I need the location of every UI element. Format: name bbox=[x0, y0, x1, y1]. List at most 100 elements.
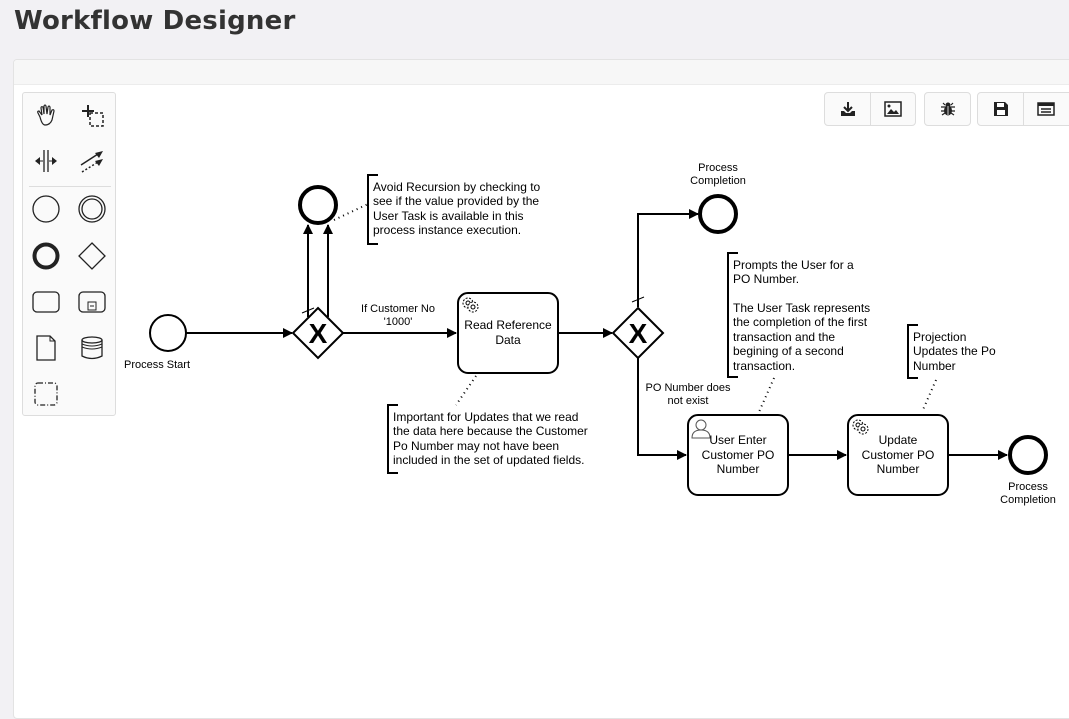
annotation-line: the completion of the first bbox=[733, 315, 868, 329]
exclusive-gateway-1[interactable]: X bbox=[291, 306, 345, 360]
diagram-canvas[interactable]: Process Start X If Customer No '1000' Re… bbox=[0, 0, 1069, 701]
user-icon bbox=[691, 419, 711, 439]
group-icon bbox=[34, 382, 58, 406]
end-event-label: Process bbox=[1008, 481, 1048, 493]
start-event-icon bbox=[32, 195, 60, 223]
annotation-line: transaction. bbox=[733, 359, 795, 373]
flow-label-if-customer: If Customer No bbox=[361, 303, 435, 315]
annotation-line: Prompts the User for a bbox=[733, 258, 854, 272]
annotation-line: process instance execution. bbox=[373, 223, 521, 237]
annotation-recursion[interactable]: Avoid Recursion by checking to see if th… bbox=[367, 174, 541, 245]
user-task-enter-po[interactable]: User Enter Customer PO Number bbox=[687, 414, 789, 496]
file-button-group bbox=[977, 92, 1069, 126]
download-button[interactable] bbox=[825, 93, 870, 125]
lasso-tool-button[interactable] bbox=[75, 99, 109, 133]
annotation-line: Number bbox=[913, 359, 956, 373]
gateway-tool[interactable] bbox=[75, 239, 109, 273]
exclusive-gateway-2[interactable]: X bbox=[611, 306, 665, 360]
data-object-tool[interactable] bbox=[29, 331, 63, 365]
gateway-x-icon: X bbox=[309, 318, 328, 349]
service-task-read-reference[interactable]: Read Reference Data bbox=[457, 292, 559, 374]
end-event-icon bbox=[32, 242, 60, 270]
download-icon bbox=[840, 102, 855, 116]
connect-tool-button[interactable] bbox=[75, 144, 109, 178]
start-event-tool[interactable] bbox=[29, 192, 63, 226]
task-label: Data bbox=[495, 333, 521, 347]
annotation-read[interactable]: Important for Updates that we read the d… bbox=[387, 404, 588, 474]
annotation-line: see if the value provided by the bbox=[373, 194, 539, 208]
task-tool[interactable] bbox=[29, 285, 63, 319]
gear-icon bbox=[462, 297, 479, 313]
bug-icon bbox=[940, 102, 955, 116]
group-tool[interactable] bbox=[29, 377, 63, 411]
annotation-line: Updates the Po bbox=[913, 344, 996, 358]
debug-button[interactable] bbox=[925, 93, 970, 125]
connect-icon bbox=[80, 151, 103, 173]
start-event-label: Process Start bbox=[124, 359, 190, 371]
properties-button[interactable] bbox=[1023, 93, 1068, 125]
page-title: Workflow Designer bbox=[14, 6, 296, 36]
end-event-label: Completion bbox=[690, 175, 746, 187]
intermediate-event-tool[interactable] bbox=[75, 192, 109, 226]
annotation-line: begining of a second bbox=[733, 344, 844, 358]
image-icon bbox=[884, 101, 902, 117]
list-icon bbox=[1037, 102, 1055, 116]
export-button-group bbox=[824, 92, 916, 126]
panel-header bbox=[14, 60, 1069, 85]
task-label: Customer PO bbox=[702, 448, 775, 462]
end-event-top[interactable]: Process Completion bbox=[690, 162, 746, 234]
gateway-x-icon: X bbox=[629, 318, 648, 349]
task-label: Update bbox=[879, 433, 918, 447]
flow-label-if-customer: '1000' bbox=[384, 316, 413, 328]
task-label: Number bbox=[717, 462, 760, 476]
subprocess-icon bbox=[78, 291, 106, 313]
annotation-line: User Task is available in this bbox=[373, 209, 524, 223]
debug-button-group bbox=[924, 92, 971, 126]
end-event-label: Process bbox=[698, 162, 738, 174]
end-event-loop[interactable] bbox=[298, 185, 338, 225]
lasso-icon bbox=[82, 105, 104, 127]
default-flow-marker bbox=[301, 307, 315, 314]
annotation-line: Projection bbox=[913, 330, 966, 344]
task-icon bbox=[32, 291, 60, 313]
task-label: Read Reference bbox=[464, 318, 552, 332]
annotation-line: Po Number may not have been bbox=[393, 439, 559, 453]
end-event-tool[interactable] bbox=[29, 239, 63, 273]
annotation-projection[interactable]: Projection Updates the Po Number bbox=[907, 324, 996, 379]
flow-label-po-missing: PO Number does bbox=[646, 382, 731, 394]
tool-palette bbox=[22, 92, 116, 416]
space-tool-icon bbox=[35, 150, 57, 172]
space-tool-button[interactable] bbox=[29, 144, 63, 178]
annotation-user-task[interactable]: Prompts the User for a PO Number. The Us… bbox=[727, 252, 870, 378]
annotation-line: PO Number. bbox=[733, 272, 799, 286]
designer-panel bbox=[13, 59, 1069, 719]
flow-gateway2-to-user-task[interactable] bbox=[637, 358, 687, 460]
association-projection bbox=[921, 379, 937, 413]
save-button[interactable] bbox=[978, 93, 1023, 125]
data-store-tool[interactable] bbox=[75, 331, 109, 365]
data-object-icon bbox=[36, 335, 56, 361]
annotation-line: The User Task represents bbox=[733, 301, 870, 315]
association-user bbox=[758, 377, 775, 413]
palette-separator bbox=[29, 186, 111, 187]
end-event-right[interactable]: Process Completion bbox=[1000, 435, 1056, 506]
task-label: Customer PO bbox=[862, 448, 935, 462]
gear-icon bbox=[852, 419, 869, 435]
hand-tool-button[interactable] bbox=[29, 99, 63, 133]
sequence-flows bbox=[186, 209, 1008, 460]
export-image-button[interactable] bbox=[870, 93, 915, 125]
annotation-line: the data here because the Customer bbox=[393, 424, 588, 438]
default-flow-marker bbox=[631, 296, 645, 303]
save-icon bbox=[993, 102, 1008, 116]
end-event-label: Completion bbox=[1000, 494, 1056, 506]
annotation-line: transaction and the bbox=[733, 330, 835, 344]
annotation-line: Avoid Recursion by checking to bbox=[373, 180, 541, 194]
annotation-line: Important for Updates that we read bbox=[393, 410, 578, 424]
subprocess-tool[interactable] bbox=[75, 285, 109, 319]
intermediate-event-icon bbox=[78, 195, 106, 223]
association-recursion bbox=[333, 203, 369, 221]
service-task-update-po[interactable]: Update Customer PO Number bbox=[847, 414, 949, 496]
start-event[interactable]: Process Start bbox=[124, 314, 190, 371]
flow-gateway2-to-end-top[interactable] bbox=[637, 209, 699, 307]
task-label: Number bbox=[877, 462, 920, 476]
